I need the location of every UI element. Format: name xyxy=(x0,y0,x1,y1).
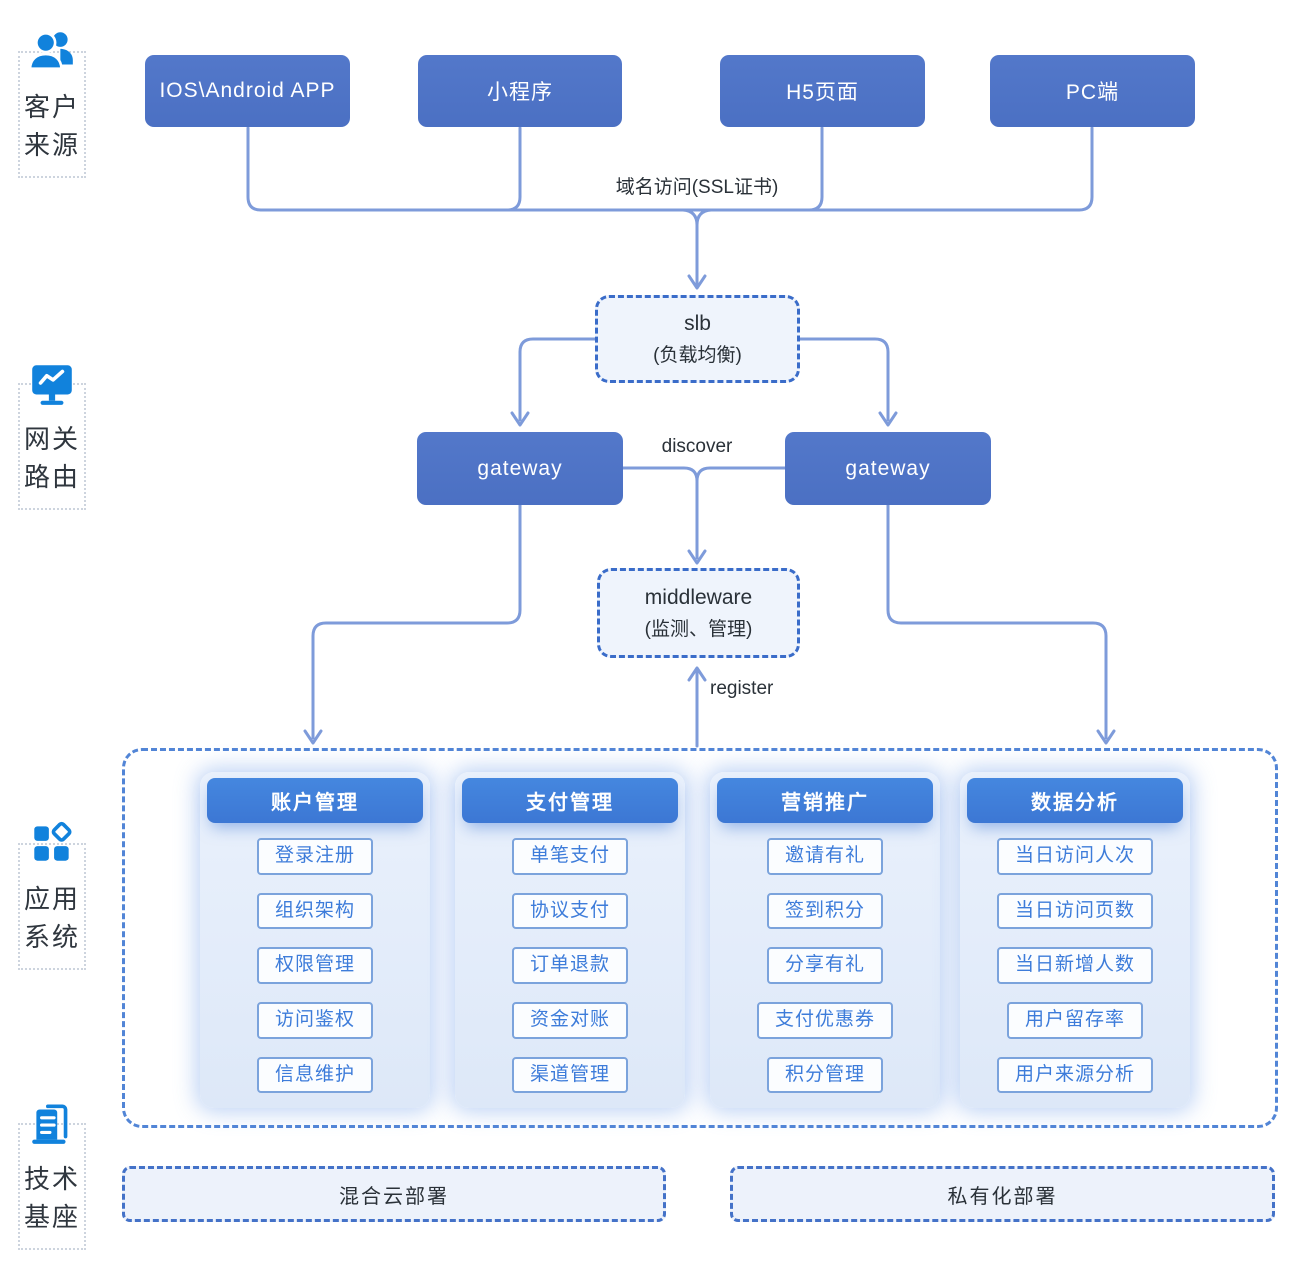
app-item: 支付优惠券 xyxy=(756,1002,893,1039)
app-item: 用户留存率 xyxy=(1006,1002,1143,1039)
app-item: 登录注册 xyxy=(256,838,373,875)
sidebar-label: 基座 xyxy=(23,1201,80,1232)
sidebar-item-tech-base: 技术 基座 xyxy=(12,1098,92,1251)
app-item: 分享有礼 xyxy=(766,947,883,985)
discover-label: discover xyxy=(661,436,733,457)
register-label: register xyxy=(710,678,774,699)
app-item: 协议支付 xyxy=(511,892,628,930)
middleware-node: middleware (监测、管理) xyxy=(597,568,800,658)
app-column-header: 营销推广 xyxy=(717,778,933,823)
app-item: 当日访问页数 xyxy=(996,892,1153,930)
slb-title: slb xyxy=(684,311,711,335)
app-system-container xyxy=(122,748,1278,1128)
app-item: 当日访问人次 xyxy=(996,838,1153,875)
sidebar-item-customer-source: 客户 来源 xyxy=(12,26,92,179)
app-column-items: 登录注册 组织架构 权限管理 访问鉴权 信息维护 xyxy=(200,838,430,1094)
sidebar-item-gateway-routing: 网关 路由 xyxy=(12,358,92,511)
monitor-icon xyxy=(27,358,77,413)
client-node-h5: H5页面 xyxy=(720,55,925,127)
app-column-items: 邀请有礼 签到积分 分享有礼 支付优惠券 积分管理 xyxy=(710,838,940,1094)
sidebar-label-box: 网关 路由 xyxy=(18,383,86,511)
app-column-marketing: 营销推广 邀请有礼 签到积分 分享有礼 支付优惠券 积分管理 xyxy=(710,772,940,1108)
sidebar-item-app-system: 应用 系统 xyxy=(12,818,92,971)
app-item: 渠道管理 xyxy=(511,1056,628,1094)
app-item: 积分管理 xyxy=(766,1056,883,1094)
app-item: 当日新增人数 xyxy=(996,947,1153,985)
app-item: 用户来源分析 xyxy=(996,1056,1153,1094)
slb-node: slb (负载均衡) xyxy=(595,295,800,383)
gateway-node-left: gateway xyxy=(417,432,623,505)
app-item: 权限管理 xyxy=(256,947,373,985)
app-column-header: 支付管理 xyxy=(462,778,678,823)
sidebar-label: 网关 xyxy=(23,424,80,454)
app-column-payment: 支付管理 单笔支付 协议支付 订单退款 资金对账 渠道管理 xyxy=(455,772,685,1108)
tech-icon xyxy=(27,1098,77,1153)
app-item: 邀请有礼 xyxy=(766,838,883,875)
app-item: 单笔支付 xyxy=(511,838,628,875)
sidebar-label: 技术 xyxy=(23,1164,80,1194)
slb-subtitle: (负载均衡) xyxy=(653,344,742,366)
app-item: 签到积分 xyxy=(766,892,883,930)
app-item: 订单退款 xyxy=(511,947,628,985)
app-column-items: 当日访问人次 当日访问页数 当日新增人数 用户留存率 用户来源分析 xyxy=(960,838,1190,1094)
sidebar-label-box: 应用 系统 xyxy=(18,843,86,971)
deployment-hybrid-cloud: 混合云部署 xyxy=(122,1166,666,1222)
sidebar-label-box: 客户 来源 xyxy=(18,51,86,179)
sidebar-label: 客户 xyxy=(23,92,80,122)
apps-icon xyxy=(27,818,77,873)
sidebar-label: 来源 xyxy=(23,129,80,160)
sidebar-label: 应用 xyxy=(23,884,80,914)
client-node-pc: PC端 xyxy=(990,55,1195,127)
app-column-header: 数据分析 xyxy=(967,778,1183,823)
client-node-miniprogram: 小程序 xyxy=(418,55,622,127)
app-item: 信息维护 xyxy=(256,1056,373,1094)
gateway-node-right: gateway xyxy=(785,432,991,505)
sidebar-label: 路由 xyxy=(23,461,80,492)
app-item: 资金对账 xyxy=(511,1002,628,1039)
users-icon xyxy=(27,26,77,81)
app-column-header: 账户管理 xyxy=(207,778,423,823)
middleware-title: middleware xyxy=(644,585,753,609)
sidebar-label: 系统 xyxy=(23,921,80,952)
app-item: 组织架构 xyxy=(256,892,373,930)
client-node-ios-android: IOS\Android APP xyxy=(145,55,350,127)
deployment-private: 私有化部署 xyxy=(730,1166,1275,1222)
app-column-items: 单笔支付 协议支付 订单退款 资金对账 渠道管理 xyxy=(455,838,685,1094)
app-column-account: 账户管理 登录注册 组织架构 权限管理 访问鉴权 信息维护 xyxy=(200,772,430,1108)
app-item: 访问鉴权 xyxy=(256,1002,373,1039)
middleware-subtitle: (监测、管理) xyxy=(644,618,753,640)
app-column-analytics: 数据分析 当日访问人次 当日访问页数 当日新增人数 用户留存率 用户来源分析 xyxy=(960,772,1190,1108)
domain-access-label: 域名访问(SSL证书) xyxy=(615,177,779,198)
